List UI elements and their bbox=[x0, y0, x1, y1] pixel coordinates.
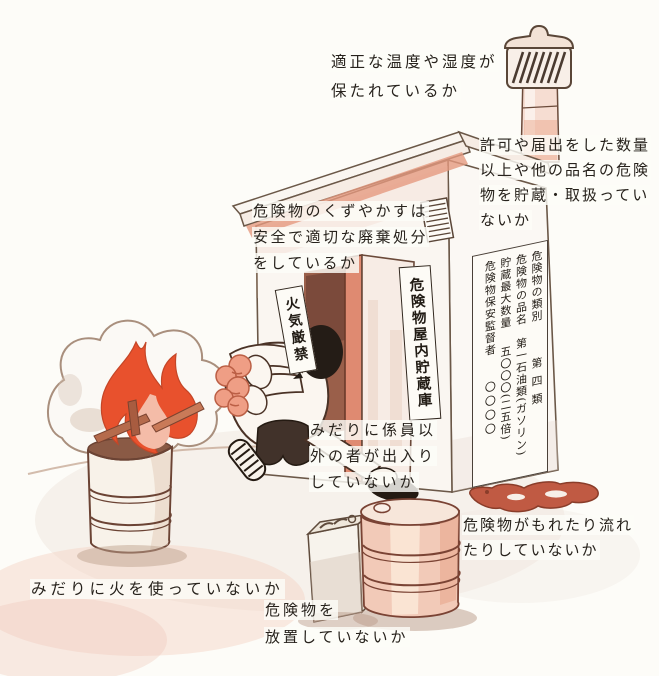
placard-column-supervisor: 危険物保安監督者 〇〇〇〇 bbox=[483, 258, 497, 439]
worker-shorts bbox=[255, 419, 311, 466]
placard-column-name: 危険物の品名 第一石油類(ガソリン) bbox=[514, 252, 528, 458]
worker-fists bbox=[214, 354, 273, 417]
note-leak: 危険物がもれたり流れ たりしていないか bbox=[462, 515, 635, 560]
note-fire-use: みだりに火を使っていないか bbox=[30, 579, 285, 599]
drum-bung bbox=[373, 502, 391, 514]
flame-icon bbox=[100, 340, 198, 455]
note-temperature: 適正な温度や湿度が 保たれているか bbox=[330, 52, 499, 101]
note-permit-quantity: 許可や届出をした数量 以上や他の品名の危険 物を貯蔵・取扱ってい ないか bbox=[479, 135, 652, 230]
storage-drum bbox=[353, 498, 477, 631]
note-abandoned-materials: 危険物を 放置していないか bbox=[264, 600, 410, 647]
hazmat-placard: 危険物の類別 第四類 危険物の品名 第一石油類(ガソリン) 貯蔵最大数量 五〇〇… bbox=[472, 239, 548, 488]
firewood bbox=[93, 399, 205, 444]
placard-column-quantity: 貯蔵最大数量 五〇〇〇(二五倍) bbox=[498, 255, 512, 442]
storage-name-text: 危険物屋内貯蔵庫 bbox=[406, 276, 434, 410]
wall-vent-icon bbox=[420, 197, 455, 243]
leak-spill bbox=[469, 481, 599, 513]
worker-shoe-left bbox=[227, 438, 267, 482]
note-waste-disposal: 危険物のくずやかすは 安全で適切な廃棄処分 をしているか bbox=[252, 201, 430, 273]
placard-column-class: 危険物の類別 第四類 bbox=[530, 248, 543, 413]
note-unauthorized-entry: みだりに係員以 外の者が出入り していないか bbox=[309, 420, 438, 492]
burning-drum bbox=[77, 340, 205, 567]
